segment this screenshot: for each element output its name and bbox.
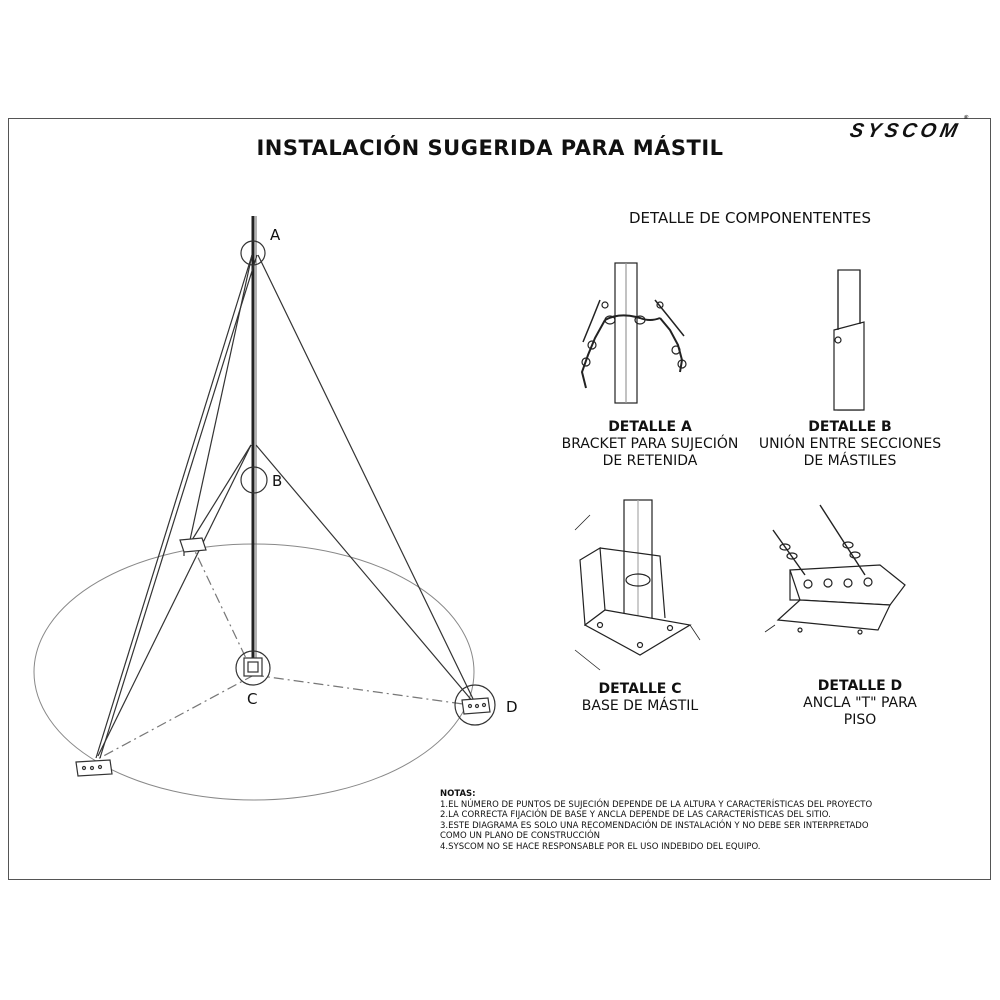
point-label-c: C: [247, 690, 258, 708]
ground-line-left: [95, 674, 255, 761]
page-title: INSTALACIÓN SUGERIDA PARA MÁSTIL: [256, 136, 724, 160]
detail-c-circle: [235, 650, 271, 686]
details-heading: DETALLE DE COMPONENTENTES: [628, 209, 872, 227]
point-label-a: A: [270, 226, 281, 244]
detail-b-circle: [240, 466, 268, 494]
note-line: 2.LA CORRECTA FIJACIÓN DE BASE Y ANCLA D…: [440, 810, 831, 820]
note-line: COMO UN PLANO DE CONSTRUCCIÓN: [440, 831, 600, 841]
detail-d-circle: [454, 684, 496, 726]
note-line: 3.ESTE DIAGRAMA ES SOLO UNA RECOMENDACIÓ…: [440, 820, 869, 831]
guy-wire-b-back: [191, 444, 252, 541]
ground-line-back: [191, 544, 255, 676]
guy-wire-b-right: [255, 444, 475, 704]
guy-wire-a-front: [95, 254, 253, 759]
mast-base-plate: [243, 657, 263, 677]
drawing-frame: [8, 118, 991, 880]
guy-wire-a-right: [257, 254, 477, 706]
guy-wire-a-back: [189, 254, 253, 541]
guy-wire-b-front: [97, 444, 252, 757]
note-line: 1.EL NÚMERO DE PUNTOS DE SUJECIÓN DEPEND…: [440, 799, 873, 810]
detail-a-drawing: [580, 262, 687, 404]
anchor-plate-right: [461, 697, 491, 715]
detail-d-drawing: [764, 504, 906, 635]
anchor-plate-front: [75, 759, 113, 777]
notes-block: NOTAS: 1.EL NÚMERO DE PUNTOS DE SUJECIÓN…: [440, 789, 985, 852]
detail-a-circle: [240, 240, 266, 266]
detail-c-drawing: [574, 499, 701, 671]
anchor-plate-back: [179, 537, 207, 556]
detail-a-caption: DETALLE A BRACKET PARA SUJECIÓN DE RETEN…: [561, 419, 739, 469]
detail-c-caption: DETALLE C BASE DE MÁSTIL: [581, 681, 699, 714]
detail-b-drawing: [833, 269, 865, 411]
point-label-b: B: [272, 472, 283, 490]
detail-b-caption: DETALLE B UNIÓN ENTRE SECCIONES DE MÁSTI…: [758, 419, 942, 469]
note-line: 4.SYSCOM NO SE HACE RESPONSABLE POR EL U…: [440, 841, 761, 852]
detail-d-caption: DETALLE D ANCLA "T" PARA PISO: [803, 678, 917, 728]
ground-line-right: [253, 674, 471, 706]
point-label-d: D: [506, 698, 518, 716]
